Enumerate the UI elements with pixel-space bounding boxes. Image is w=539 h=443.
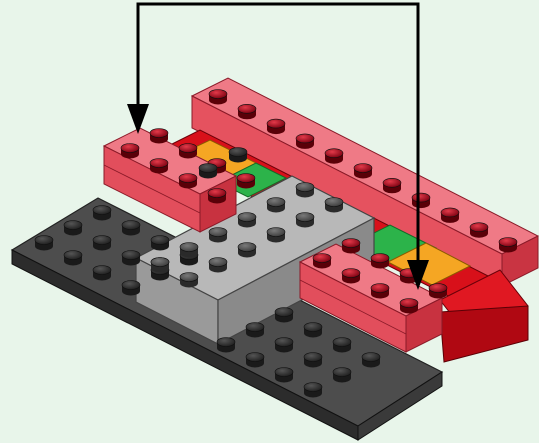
gray-brick-stud <box>266 197 286 213</box>
red-stack-stud <box>312 253 332 269</box>
baseplate-stud <box>121 250 141 266</box>
red-stack-stud <box>370 283 390 299</box>
red-wall-stud <box>498 237 518 253</box>
baseplate-stud <box>92 205 112 221</box>
red-wall-stud <box>382 178 402 194</box>
red-wall-stud <box>208 89 228 105</box>
baseplate-stud <box>92 235 112 251</box>
red-stack-stud <box>341 268 361 284</box>
baseplate-stud <box>332 337 352 353</box>
baseplate-stud <box>245 352 265 368</box>
red-wall-stud <box>237 104 257 120</box>
red-stack-stud <box>149 158 169 174</box>
red-wall-stud <box>353 163 373 179</box>
gray-brick-stud <box>324 197 344 213</box>
baseplate-stud <box>121 220 141 236</box>
baseplate-stud <box>274 307 294 323</box>
tile-stud <box>228 147 248 163</box>
red-wall-stud <box>295 133 315 149</box>
red-wall-stud <box>469 222 489 238</box>
red-stack-stud <box>120 143 140 159</box>
red-stack-stud <box>236 173 256 189</box>
baseplate-stud <box>216 337 236 353</box>
gray-brick-stud <box>179 242 199 258</box>
gray-brick-stud <box>208 227 228 243</box>
red-stack-stud <box>178 143 198 159</box>
baseplate-stud <box>63 250 83 266</box>
red-stack-stud <box>207 188 227 204</box>
red-wall-stud <box>324 148 344 164</box>
baseplate-stud <box>274 337 294 353</box>
baseplate-stud <box>245 322 265 338</box>
baseplate-stud <box>92 265 112 281</box>
connector-arrows <box>127 2 429 290</box>
tile-stud <box>198 163 218 179</box>
red-stack-stud <box>341 238 361 254</box>
arrow-right-head <box>407 260 429 290</box>
baseplate-stud <box>150 235 170 251</box>
studs-layer <box>34 89 518 398</box>
gray-brick-stud <box>150 257 170 273</box>
red-wall-stud <box>411 192 431 209</box>
gray-brick-stud <box>266 227 286 243</box>
red-stack-stud <box>370 253 390 269</box>
baseplate-stud <box>274 367 294 383</box>
baseplate-stud <box>361 352 381 368</box>
baseplate-stud <box>303 382 323 398</box>
baseplate-stud <box>121 280 141 296</box>
red-stack-stud <box>399 298 419 314</box>
red-wall-stud <box>266 118 286 135</box>
red-stack-stud <box>428 283 448 299</box>
baseplate-stud <box>303 322 323 338</box>
arrow-left <box>136 2 420 270</box>
arrow-left-head <box>127 104 149 134</box>
gray-brick-stud <box>295 182 315 198</box>
red-stack-stud <box>178 173 198 189</box>
gray-brick-stud <box>208 257 228 273</box>
gray-brick-stud <box>179 272 199 288</box>
baseplate-stud <box>332 367 352 383</box>
gray-brick-stud <box>295 212 315 228</box>
baseplate-stud <box>34 235 54 251</box>
baseplate-stud <box>303 352 323 368</box>
baseplate-stud <box>63 220 83 236</box>
gray-brick-stud <box>237 212 257 228</box>
red-stack-stud <box>149 128 169 144</box>
red-wall-stud <box>440 207 460 223</box>
gray-brick-stud <box>237 242 257 258</box>
